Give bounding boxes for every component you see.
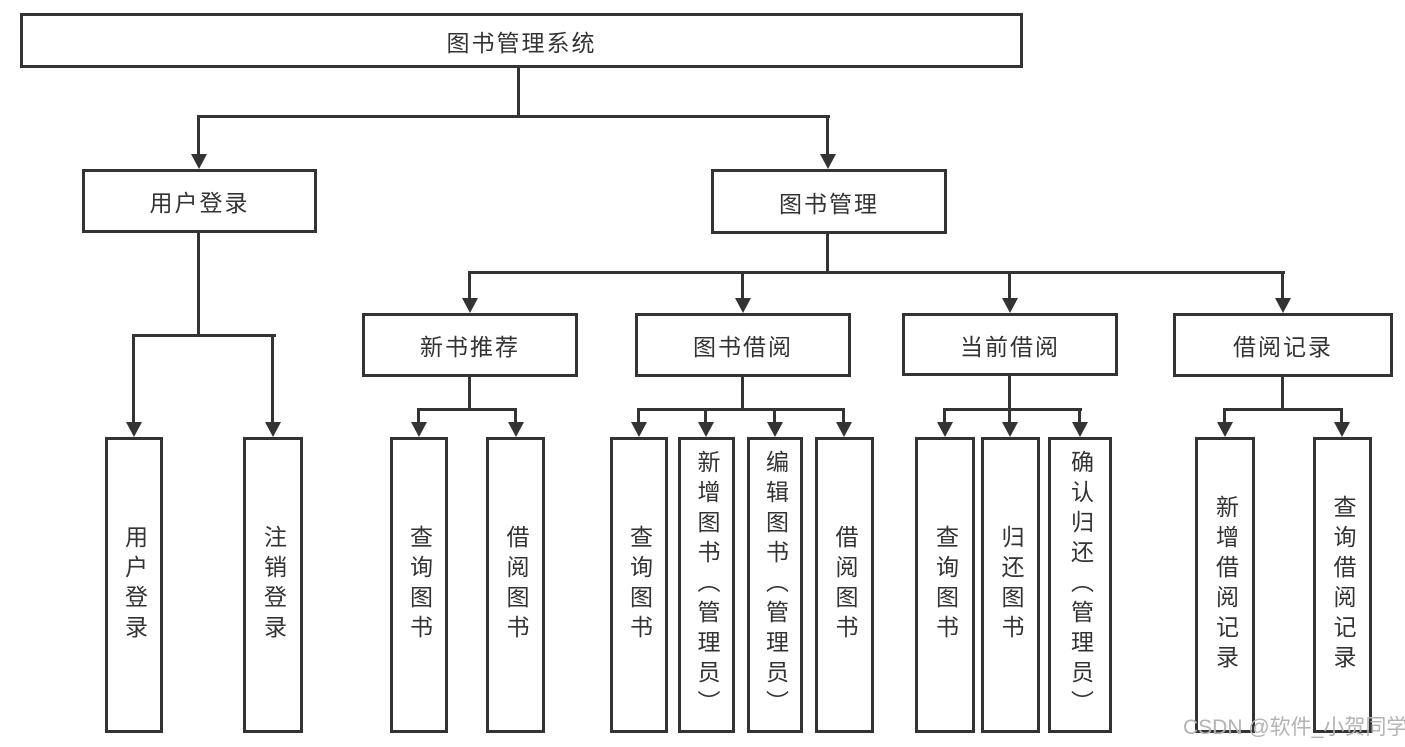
node-edit-books-admin: 编辑图书（管理员） — [747, 437, 803, 733]
node-borrow-books-recommend-label: 借阅图书 — [503, 525, 529, 645]
node-book-borrowing: 图书借阅 — [635, 313, 851, 377]
connector-line — [517, 68, 520, 115]
arrow-down-connector — [936, 408, 953, 437]
node-new-book-recommend: 新书推荐 — [362, 313, 578, 377]
node-borrow-books-recommend: 借阅图书 — [486, 437, 545, 733]
node-query-books-borrowing-label: 查询图书 — [626, 525, 653, 645]
node-login-leaf-label: 用户登录 — [121, 525, 148, 645]
node-book-borrowing-label: 图书借阅 — [693, 334, 793, 360]
arrow-down-connector — [190, 115, 207, 169]
connector-line — [826, 234, 829, 271]
node-logout-leaf-label: 注销登录 — [260, 525, 287, 645]
connector-line — [197, 233, 200, 334]
node-query-books-borrowing: 查询图书 — [610, 437, 668, 733]
node-query-books-current-label: 查询图书 — [932, 525, 959, 645]
arrow-down-connector — [819, 115, 836, 169]
connector-line — [417, 408, 517, 411]
node-borrowing-records-label: 借阅记录 — [1233, 334, 1333, 360]
node-user-login: 用户登录 — [82, 169, 317, 233]
node-borrowing-records: 借阅记录 — [1173, 313, 1393, 377]
arrow-down-connector — [1333, 408, 1350, 437]
connector-line — [943, 408, 1082, 411]
connector-line — [197, 115, 830, 118]
node-current-borrowing: 当前借阅 — [902, 313, 1118, 376]
connector-line — [468, 271, 1285, 274]
arrow-down-connector — [410, 408, 427, 437]
connector-line — [1281, 377, 1284, 408]
node-query-books-current: 查询图书 — [915, 437, 975, 733]
node-query-borrow-record-label: 查询借阅记录 — [1330, 495, 1356, 675]
arrow-down-connector — [1001, 408, 1018, 437]
arrow-down-connector — [1274, 271, 1291, 313]
node-query-books-recommend-label: 查询图书 — [406, 525, 433, 645]
arrow-down-connector — [1216, 408, 1233, 437]
connector-line — [133, 334, 276, 337]
node-library-system: 图书管理系统 — [20, 13, 1023, 68]
arrow-down-connector — [734, 271, 751, 313]
node-edit-books-admin-label: 编辑图书（管理员） — [762, 450, 789, 720]
node-new-book-recommend-label: 新书推荐 — [420, 334, 520, 360]
node-logout-leaf: 注销登录 — [243, 437, 303, 733]
connector-line — [1008, 376, 1011, 408]
node-borrow-books-label: 借阅图书 — [832, 525, 858, 645]
node-add-books-admin-label: 新增图书（管理员） — [694, 450, 720, 720]
node-return-books: 归还图书 — [981, 437, 1040, 733]
arrow-down-connector — [630, 408, 647, 437]
node-confirm-return-admin: 确认归还（管理员） — [1048, 437, 1112, 733]
node-add-borrow-record-label: 新增借阅记录 — [1212, 495, 1239, 675]
node-add-borrow-record: 新增借阅记录 — [1195, 437, 1255, 733]
node-borrow-books: 借阅图书 — [815, 437, 874, 733]
node-add-books-admin: 新增图书（管理员） — [678, 437, 735, 733]
connector-line — [468, 377, 471, 408]
node-login-leaf: 用户登录 — [105, 437, 163, 733]
node-book-management: 图书管理 — [711, 169, 947, 234]
arrow-down-connector — [1071, 408, 1088, 437]
node-query-books-recommend: 查询图书 — [390, 437, 448, 733]
arrow-down-connector — [766, 408, 783, 437]
arrow-down-connector — [835, 408, 852, 437]
csdn-watermark: CSDN @软件_小贺同学 — [1183, 716, 1405, 739]
arrow-down-connector — [697, 408, 714, 437]
arrow-down-connector — [1001, 271, 1018, 313]
node-current-borrowing-label: 当前借阅 — [960, 333, 1060, 360]
arrow-down-connector — [125, 334, 142, 437]
node-user-login-label: 用户登录 — [149, 190, 250, 216]
node-book-management-label: 图书管理 — [779, 190, 879, 217]
connector-line — [741, 377, 744, 408]
connector-line — [1223, 408, 1343, 411]
arrow-down-connector — [461, 271, 478, 313]
node-query-borrow-record: 查询借阅记录 — [1313, 437, 1372, 733]
arrow-down-connector — [264, 334, 281, 437]
arrow-down-connector — [507, 408, 524, 437]
node-library-system-label: 图书管理系统 — [446, 29, 597, 56]
node-confirm-return-admin-label: 确认归还（管理员） — [1067, 450, 1094, 720]
node-return-books-label: 归还图书 — [998, 525, 1024, 645]
connector-line — [637, 408, 845, 411]
